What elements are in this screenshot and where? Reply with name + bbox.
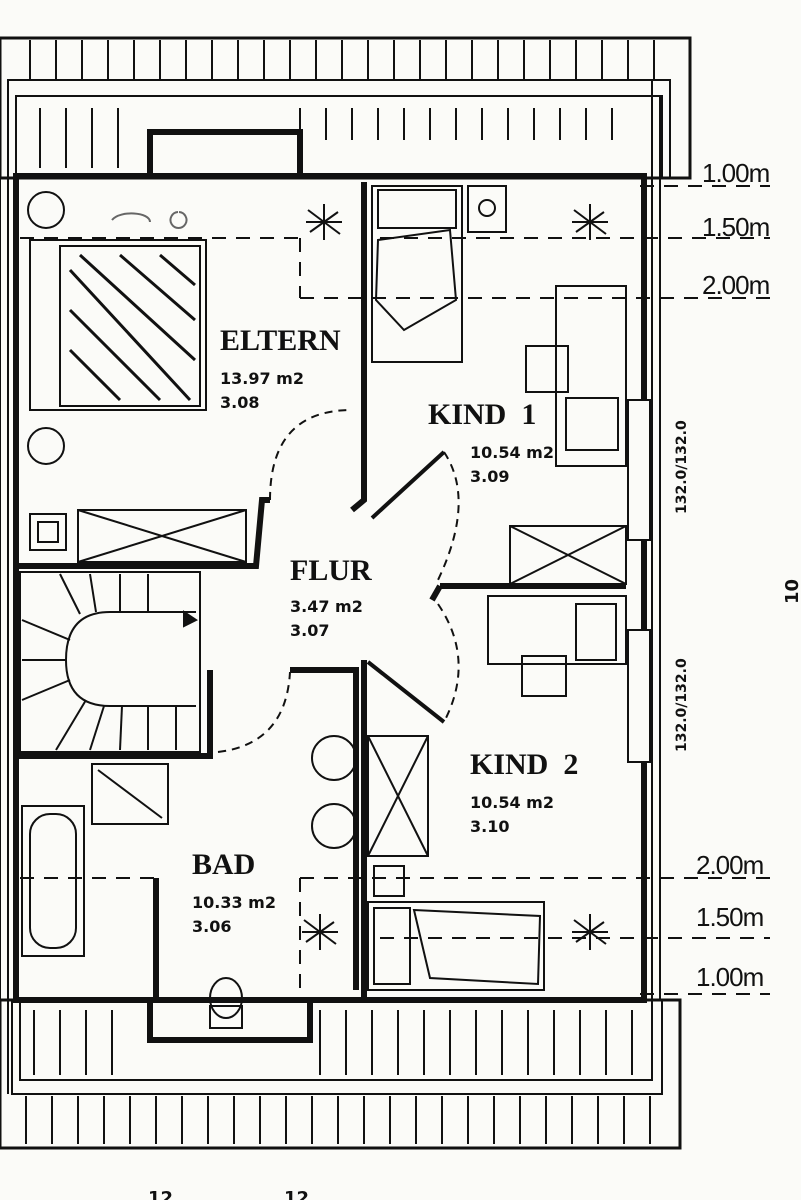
room-label-kind1: KIND 1 10.54 m2 3.09 — [428, 398, 554, 486]
room-area: 3.47 m2 — [290, 597, 363, 616]
room-code: 3.07 — [290, 621, 329, 640]
room-name: ELTERN — [220, 324, 341, 357]
room-label-flur: FLUR 3.47 m2 3.07 — [290, 554, 372, 640]
bad-fixtures — [21, 735, 357, 1029]
room-name: FLUR — [290, 554, 372, 587]
doors — [217, 409, 460, 753]
room-label-kind2: KIND 2 10.54 m2 3.10 — [470, 748, 578, 836]
plant-icon — [306, 204, 342, 240]
room-label-eltern: ELTERN 13.97 m2 3.08 — [220, 324, 341, 412]
edge-mark: 10 — [782, 579, 801, 604]
room-name: KIND 2 — [470, 748, 578, 781]
room-area: 13.97 m2 — [220, 369, 304, 388]
exterior-walls — [0, 80, 661, 1148]
roof-top — [0, 36, 692, 180]
kind2-furniture — [367, 595, 627, 991]
room-label-bad: BAD 10.33 m2 3.06 — [192, 848, 276, 936]
room-name: BAD — [192, 848, 255, 881]
plant-icon — [572, 204, 608, 240]
room-code: 3.09 — [470, 467, 509, 486]
eltern-furniture — [27, 191, 247, 563]
room-area: 10.33 m2 — [192, 893, 276, 912]
interior-walls — [18, 182, 626, 1000]
height-label: 2.00m — [696, 850, 763, 880]
height-labels: 1.00m 1.50m 2.00m 2.00m 1.50m 1.00m — [696, 158, 770, 992]
plant-icon — [302, 914, 338, 950]
plant-symbols — [302, 204, 608, 950]
room-area: 10.54 m2 — [470, 443, 554, 462]
room-code: 3.08 — [220, 393, 259, 412]
room-area: 10.54 m2 — [470, 793, 554, 812]
height-label: 1.50m — [702, 212, 769, 242]
roof-bottom — [0, 998, 682, 1150]
height-label: 1.50m — [696, 902, 763, 932]
height-label: 1.00m — [702, 158, 769, 188]
plant-icon — [572, 914, 608, 950]
staircase — [19, 571, 201, 753]
edge-mark: 12 — [148, 1188, 173, 1200]
height-label: 2.00m — [702, 270, 769, 300]
room-name: KIND 1 — [428, 398, 536, 431]
room-code: 3.10 — [470, 817, 509, 836]
room-code: 3.06 — [192, 917, 231, 936]
window-dimension-labels: 132.0/132.0 132.0/132.0 10 12 12 — [148, 420, 801, 1200]
edge-mark: 12 — [284, 1188, 309, 1200]
height-label: 1.00m — [696, 962, 763, 992]
height-lines — [20, 185, 770, 995]
window-dim: 132.0/132.0 — [674, 420, 690, 514]
kind1-furniture — [371, 185, 627, 585]
window-dim: 132.0/132.0 — [674, 658, 690, 752]
